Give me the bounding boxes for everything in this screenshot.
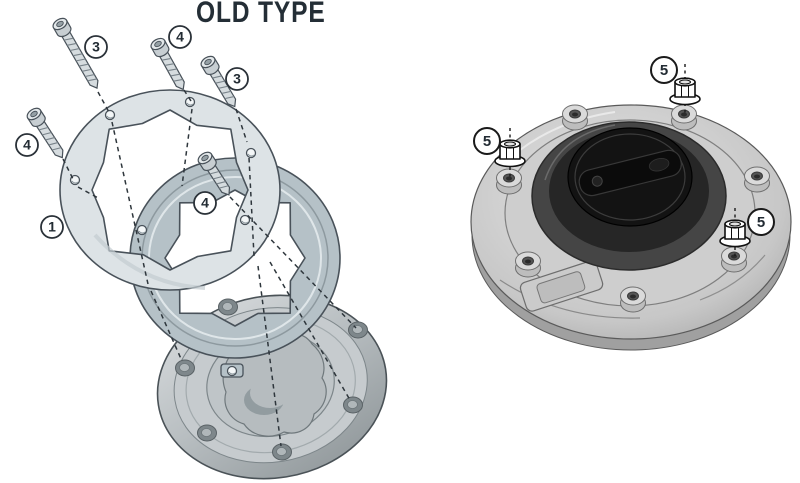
- ignition-cap: [567, 127, 693, 227]
- callout-4: 4: [15, 133, 39, 157]
- callout-5: 5: [473, 127, 501, 155]
- callout-5: 5: [650, 56, 678, 84]
- callout-label: 4: [201, 195, 209, 211]
- callout-label: 5: [483, 133, 491, 150]
- exploded-diagram: 3 4 3 4 1 4: [15, 15, 388, 480]
- callout-3: 3: [225, 67, 249, 91]
- hinge-block: [519, 260, 604, 312]
- callout-5: 5: [747, 208, 775, 236]
- alignment-dashed-lines: [62, 89, 357, 447]
- fuel-cap-drawing: [156, 294, 388, 480]
- flange-nut: [719, 219, 751, 248]
- callout-4: 4: [168, 25, 192, 49]
- callout-label: 5: [660, 62, 668, 79]
- nut-dashed-lines: [509, 64, 736, 256]
- callout-label: 4: [176, 29, 184, 45]
- callout-1: 1: [40, 215, 64, 239]
- callout-3: 3: [84, 35, 108, 59]
- diagram-title: OLD TYPE: [196, 0, 326, 29]
- flange-nut: [669, 77, 701, 106]
- callout-label: 1: [48, 219, 56, 235]
- callout-label: 5: [757, 214, 765, 231]
- callout-label: 4: [23, 137, 31, 153]
- callout-label: 3: [92, 39, 100, 55]
- callout-label: 3: [233, 71, 241, 87]
- callout-4: 4: [193, 191, 217, 215]
- assembled-photo: 5 5 5: [470, 56, 792, 351]
